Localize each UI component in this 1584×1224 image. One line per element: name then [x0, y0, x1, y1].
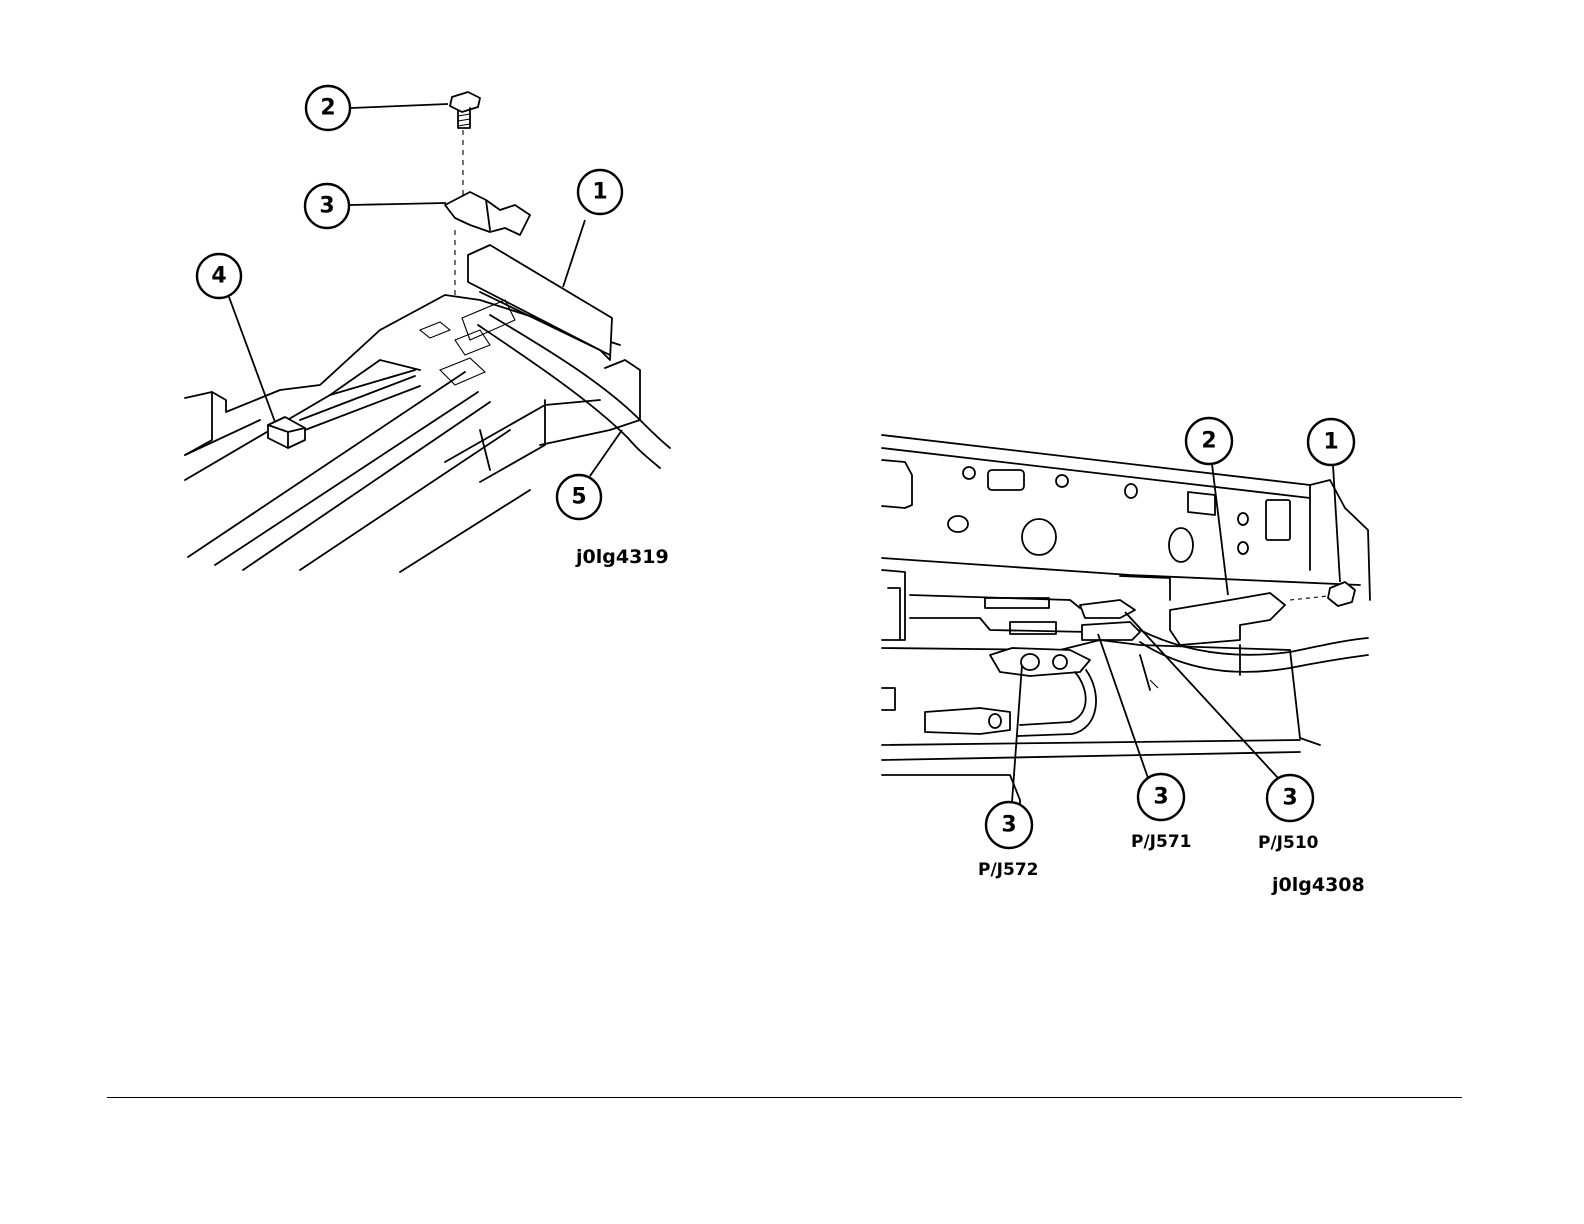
figure-j0lg4319: 1 2 3 4 5 j0lg4319	[185, 86, 670, 572]
svg-text:2: 2	[1201, 429, 1216, 454]
callout-2-bracket: 2	[1186, 418, 1232, 595]
connector-label-pj572: P/J572	[978, 860, 1038, 880]
connector-label-pj510: P/J510	[1258, 833, 1319, 853]
svg-text:3: 3	[1153, 785, 1168, 810]
svg-text:3: 3	[1001, 813, 1016, 838]
svg-text:1: 1	[592, 180, 607, 205]
connector-label-pj571: P/J571	[1131, 832, 1191, 852]
figure-2-artwork	[882, 435, 1370, 810]
svg-text:2: 2	[320, 96, 335, 121]
svg-text:3: 3	[319, 194, 334, 219]
callout-3: 3	[305, 184, 446, 228]
figure-id-label: j0lg4319	[575, 546, 669, 568]
svg-text:4: 4	[211, 264, 226, 289]
svg-text:3: 3	[1282, 786, 1297, 811]
callout-1-screw: 1	[1308, 419, 1354, 582]
figure-id-label: j0lg4308	[1271, 874, 1365, 896]
callout-2: 2	[306, 86, 448, 130]
footer-divider	[107, 1097, 1462, 1098]
svg-text:5: 5	[571, 485, 586, 510]
callout-1: 1	[563, 170, 622, 287]
callout-5: 5	[557, 430, 622, 519]
figure-j0lg4308: 1 2 3 3 3 P/J572 P/J571 P/J510 j0lg4308	[882, 418, 1370, 896]
svg-text:1: 1	[1323, 430, 1338, 455]
